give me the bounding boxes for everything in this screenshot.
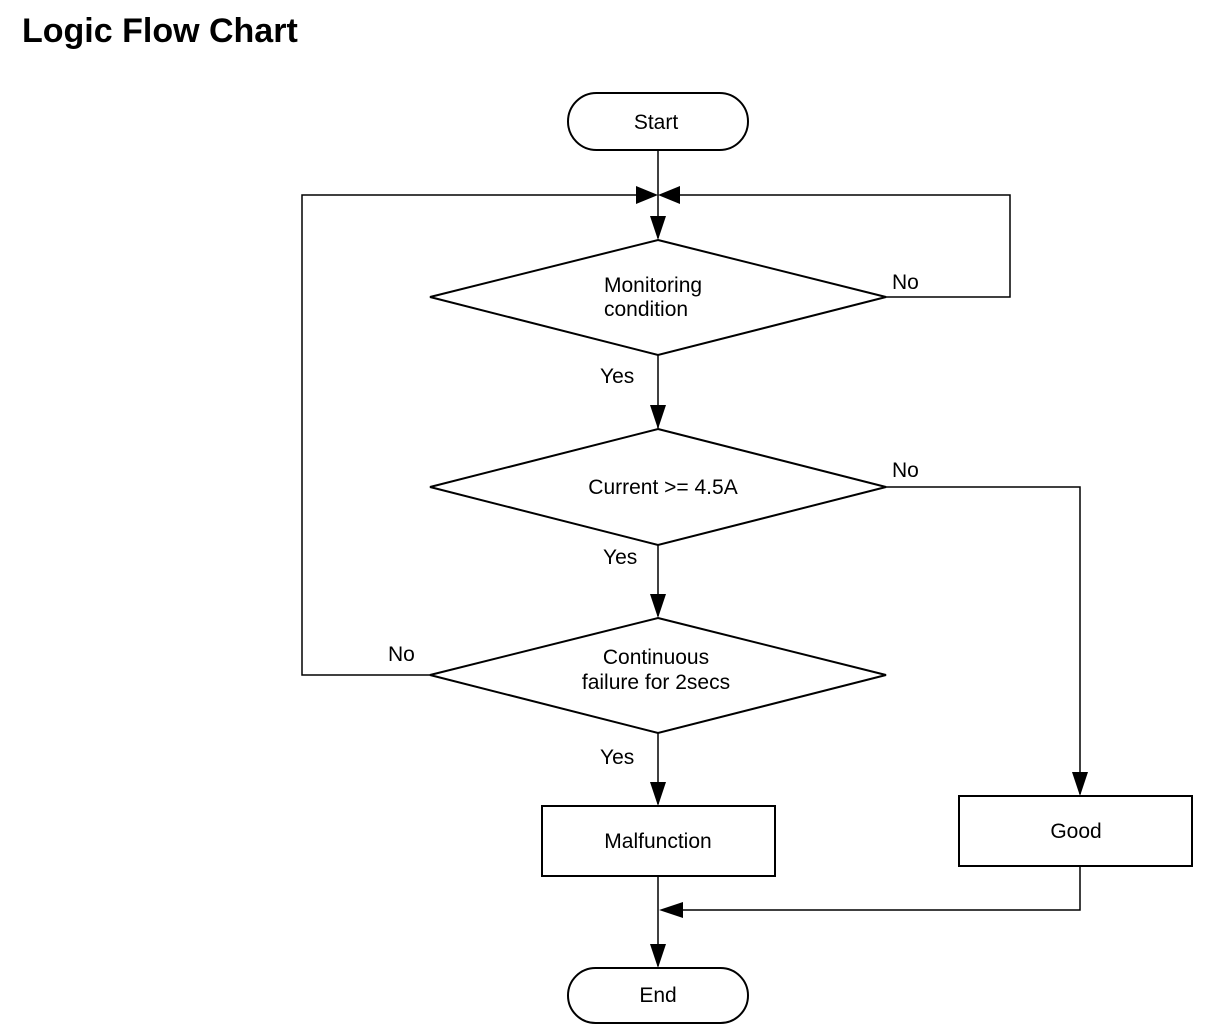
branch-labels: No Yes No Yes No Yes xyxy=(388,271,919,769)
end-label: End xyxy=(639,984,676,1007)
continuous-no-label: No xyxy=(388,643,415,666)
monitoring-condition-decision: Monitoring condition xyxy=(429,238,887,357)
current-decision: Current >= 4.5A xyxy=(429,427,887,547)
loop-right-line xyxy=(676,194,1011,298)
continuous-label-line1: Continuous xyxy=(603,646,709,669)
arrow-down-good xyxy=(1072,772,1088,796)
page-title: Logic Flow Chart xyxy=(22,12,298,50)
malfunction-label: Malfunction xyxy=(604,830,711,853)
malfunction-node: Malfunction xyxy=(541,805,776,877)
arrowheads xyxy=(636,186,1088,968)
monitoring-label-line2: condition xyxy=(604,298,688,321)
arrow-down-malfunction xyxy=(650,782,666,806)
good-label: Good xyxy=(1050,820,1101,843)
arrow-left-merge xyxy=(659,902,683,918)
arrow-down-current xyxy=(650,405,666,429)
continuous-yes-label: Yes xyxy=(600,746,634,769)
current-no-label: No xyxy=(892,459,919,482)
arrow-down-monitoring xyxy=(650,216,666,240)
good-node: Good xyxy=(958,795,1193,867)
connectors xyxy=(301,150,1081,966)
monitoring-yes-label: Yes xyxy=(600,365,634,388)
good-return-line xyxy=(662,866,1081,911)
current-label: Current >= 4.5A xyxy=(588,476,737,499)
current-yes-label: Yes xyxy=(603,546,637,569)
loop-left-line xyxy=(301,194,640,676)
arrow-down-continuous xyxy=(650,594,666,618)
arrow-right-junction xyxy=(636,186,658,204)
monitoring-no-label: No xyxy=(892,271,919,294)
monitoring-label-line1: Monitoring xyxy=(604,274,702,297)
current-no-line xyxy=(886,486,1081,794)
arrow-left-junction xyxy=(658,186,680,204)
end-node: End xyxy=(567,967,749,1024)
continuous-label-line2: failure for 2secs xyxy=(582,671,730,694)
continuous-failure-decision: Continuous failure for 2secs xyxy=(429,616,887,735)
start-node: Start xyxy=(567,92,749,151)
start-label: Start xyxy=(634,111,679,134)
arrow-down-end xyxy=(650,944,666,968)
